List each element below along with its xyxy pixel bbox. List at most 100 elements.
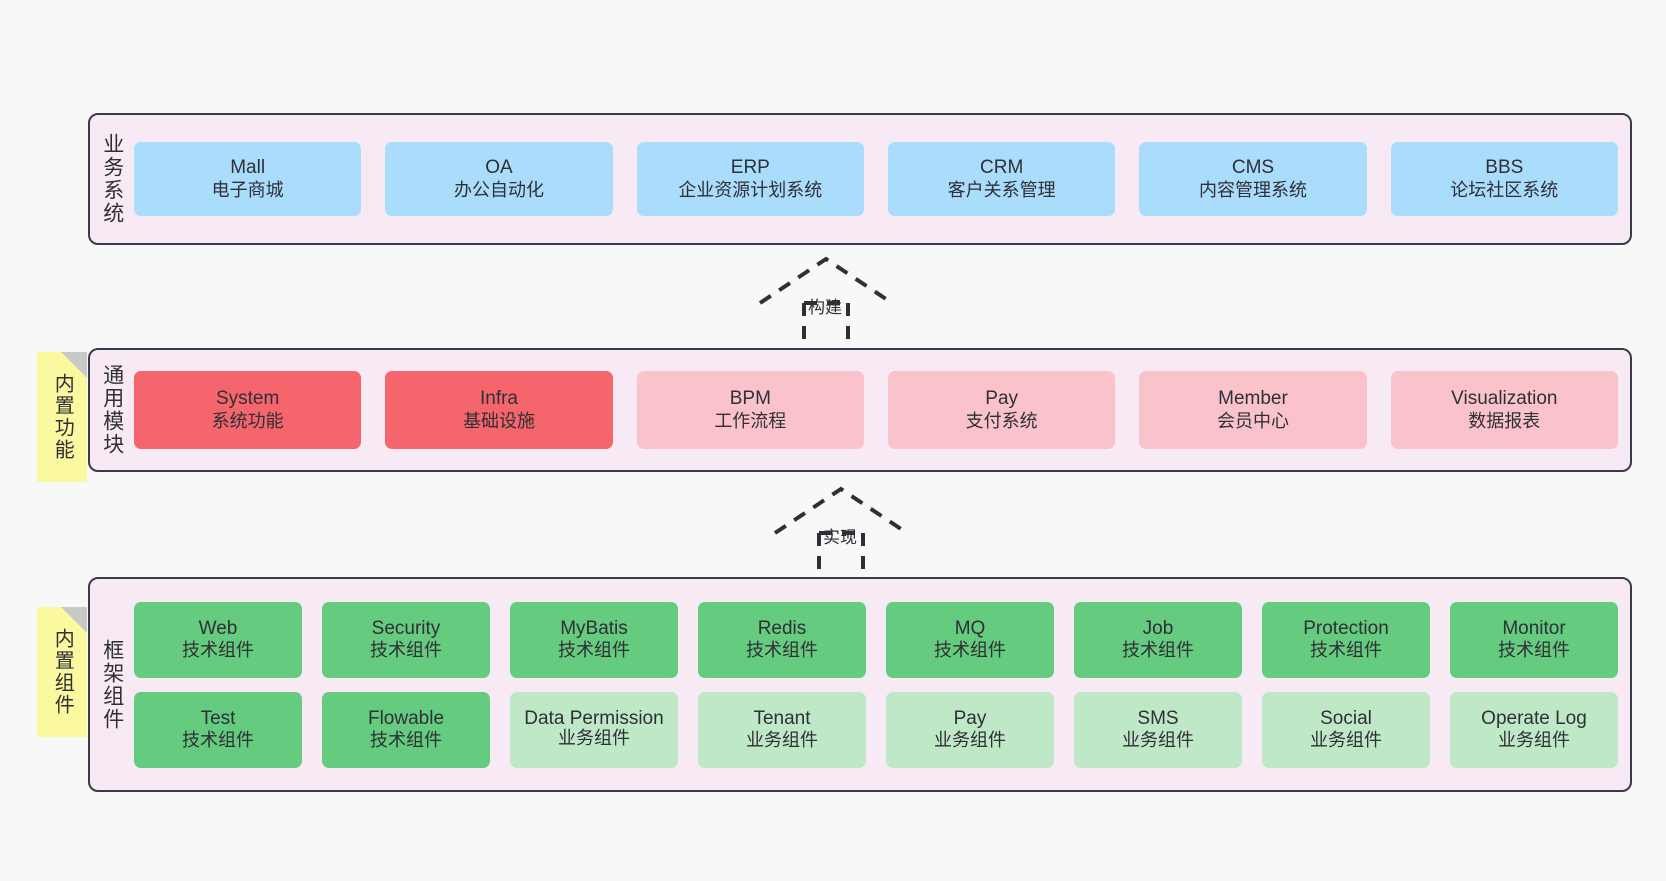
node-subtitle: 业务组件: [934, 730, 1006, 751]
node-title: Monitor: [1502, 617, 1566, 639]
layer-body-framework-component: Web 技术组件 Security 技术组件 MyBatis 技术组件 Redi…: [134, 579, 1630, 790]
note-fold-corner: [61, 352, 87, 378]
node-title: System: [215, 388, 280, 410]
node-member[interactable]: Member 会员中心: [1139, 371, 1367, 449]
node-title: CMS: [1231, 157, 1275, 179]
node-infra[interactable]: Infra 基础设施: [385, 371, 613, 449]
node-subtitle: 论坛社区系统: [1450, 179, 1559, 200]
node-pay-component[interactable]: Pay 业务组件: [886, 691, 1054, 768]
node-bbs[interactable]: BBS 论坛社区系统: [1390, 142, 1618, 216]
layer-common-module: 通用模块 System 系统功能 Infra 基础设施 BPM 工作流程 Pay: [88, 348, 1632, 472]
node-subtitle: 企业资源计划系统: [678, 179, 823, 200]
layer-title-business-system: 业务系统: [90, 115, 134, 243]
node-erp[interactable]: ERP 企业资源计划系统: [636, 142, 864, 216]
node-bpm[interactable]: BPM 工作流程: [636, 371, 864, 449]
node-subtitle: 客户关系管理: [947, 179, 1056, 200]
node-pay-module[interactable]: Pay 支付系统: [887, 371, 1116, 449]
node-subtitle: 支付系统: [965, 410, 1038, 431]
note-builtin-component: 内置组件: [37, 607, 87, 737]
node-title: Social: [1320, 707, 1372, 729]
node-subtitle: 业务组件: [746, 730, 818, 751]
node-subtitle: 会员中心: [1216, 410, 1289, 431]
node-tenant[interactable]: Tenant 业务组件: [698, 691, 866, 768]
node-subtitle: 业务组件: [1122, 730, 1194, 751]
node-title: OA: [485, 157, 513, 179]
node-subtitle: 技术组件: [558, 640, 630, 661]
node-subtitle: 办公自动化: [453, 179, 544, 200]
node-title: SMS: [1137, 707, 1179, 729]
node-data-permission[interactable]: Data Permission 业务组件: [510, 691, 678, 768]
node-subtitle: 技术组件: [746, 640, 818, 661]
note-builtin-function: 内置功能: [37, 352, 87, 482]
node-flowable[interactable]: Flowable 技术组件: [322, 691, 490, 768]
note-fold-corner: [61, 607, 87, 633]
node-cms[interactable]: CMS 内容管理系统: [1139, 142, 1367, 216]
node-subtitle: 系统功能: [211, 410, 284, 431]
node-title: Test: [200, 707, 236, 729]
node-mq[interactable]: MQ 技术组件: [886, 601, 1054, 678]
node-operate-log[interactable]: Operate Log 业务组件: [1450, 691, 1618, 768]
node-subtitle: 技术组件: [182, 640, 254, 661]
layer-business-system: 业务系统 Mall 电子商城 OA 办公自动化 ERP 企业资源计划系统 CRM: [88, 113, 1632, 245]
node-protection[interactable]: Protection 技术组件: [1262, 601, 1430, 678]
layer-title-framework-component: 框架组件: [90, 579, 134, 790]
node-title: Security: [371, 617, 441, 639]
node-title: Operate Log: [1481, 707, 1587, 729]
layer-title-text: 通用模块: [100, 364, 124, 456]
node-row-tech: Web 技术组件 Security 技术组件 MyBatis 技术组件 Redi…: [134, 601, 1618, 678]
layer-title-text: 业务系统: [100, 133, 124, 225]
layer-body-business-system: Mall 电子商城 OA 办公自动化 ERP 企业资源计划系统 CRM 客户关系…: [134, 115, 1630, 243]
node-system[interactable]: System 系统功能: [134, 371, 362, 449]
node-subtitle: 数据报表: [1468, 410, 1541, 431]
node-job[interactable]: Job 技术组件: [1074, 601, 1242, 678]
node-title: Protection: [1303, 617, 1389, 639]
connector-implement-label: 实现: [823, 528, 857, 547]
node-monitor[interactable]: Monitor 技术组件: [1450, 601, 1618, 678]
node-subtitle: 技术组件: [1122, 640, 1194, 661]
node-title: BBS: [1485, 157, 1524, 179]
node-title: Pay: [953, 707, 987, 729]
node-row: Mall 电子商城 OA 办公自动化 ERP 企业资源计划系统 CRM 客户关系…: [134, 142, 1618, 216]
node-title: MyBatis: [560, 617, 628, 639]
node-subtitle: 技术组件: [370, 730, 442, 751]
node-title: MQ: [954, 617, 986, 639]
node-subtitle: 业务组件: [1310, 730, 1382, 751]
connector-build-label: 构建: [808, 298, 842, 317]
node-title: CRM: [980, 157, 1024, 179]
node-title: Redis: [757, 617, 807, 639]
node-title: BPM: [729, 388, 771, 410]
layer-title-common-module: 通用模块: [90, 350, 134, 470]
node-social[interactable]: Social 业务组件: [1262, 691, 1430, 768]
node-test[interactable]: Test 技术组件: [134, 691, 302, 768]
node-web[interactable]: Web 技术组件: [134, 601, 302, 678]
layer-framework-component: 框架组件 Web 技术组件 Security 技术组件 MyBatis 技术组件…: [88, 577, 1632, 792]
layer-title-text: 框架组件: [100, 638, 124, 731]
layer-body-common-module: System 系统功能 Infra 基础设施 BPM 工作流程 Pay 支付系统…: [134, 350, 1630, 470]
node-subtitle: 内容管理系统: [1198, 179, 1307, 200]
node-title: Data Permission: [524, 707, 664, 729]
node-sms[interactable]: SMS 业务组件: [1074, 691, 1242, 768]
node-mybatis[interactable]: MyBatis 技术组件: [510, 601, 678, 678]
node-subtitle: 基础设施: [462, 410, 535, 431]
node-redis[interactable]: Redis 技术组件: [698, 601, 866, 678]
node-oa[interactable]: OA 办公自动化: [385, 142, 613, 216]
node-crm[interactable]: CRM 客户关系管理: [887, 142, 1116, 216]
node-title: Job: [1142, 617, 1174, 639]
node-title: Tenant: [753, 707, 811, 729]
connector-implement: 实现: [773, 486, 955, 575]
node-subtitle: 技术组件: [1310, 640, 1382, 661]
node-subtitle: 技术组件: [370, 640, 442, 661]
node-security[interactable]: Security 技术组件: [322, 601, 490, 678]
node-visualization[interactable]: Visualization 数据报表: [1390, 371, 1618, 449]
connector-build: 构建: [758, 256, 940, 349]
node-title: Web: [198, 617, 238, 639]
node-mall[interactable]: Mall 电子商城: [134, 142, 362, 216]
node-row-business: Test 技术组件 Flowable 技术组件 Data Permission …: [134, 691, 1618, 768]
node-title: Member: [1218, 388, 1288, 410]
node-subtitle: 业务组件: [1498, 730, 1570, 751]
node-subtitle: 电子商城: [211, 179, 284, 200]
node-row: System 系统功能 Infra 基础设施 BPM 工作流程 Pay 支付系统…: [134, 371, 1618, 449]
node-title: Infra: [479, 388, 518, 410]
connector-build-arrow: [758, 256, 894, 349]
